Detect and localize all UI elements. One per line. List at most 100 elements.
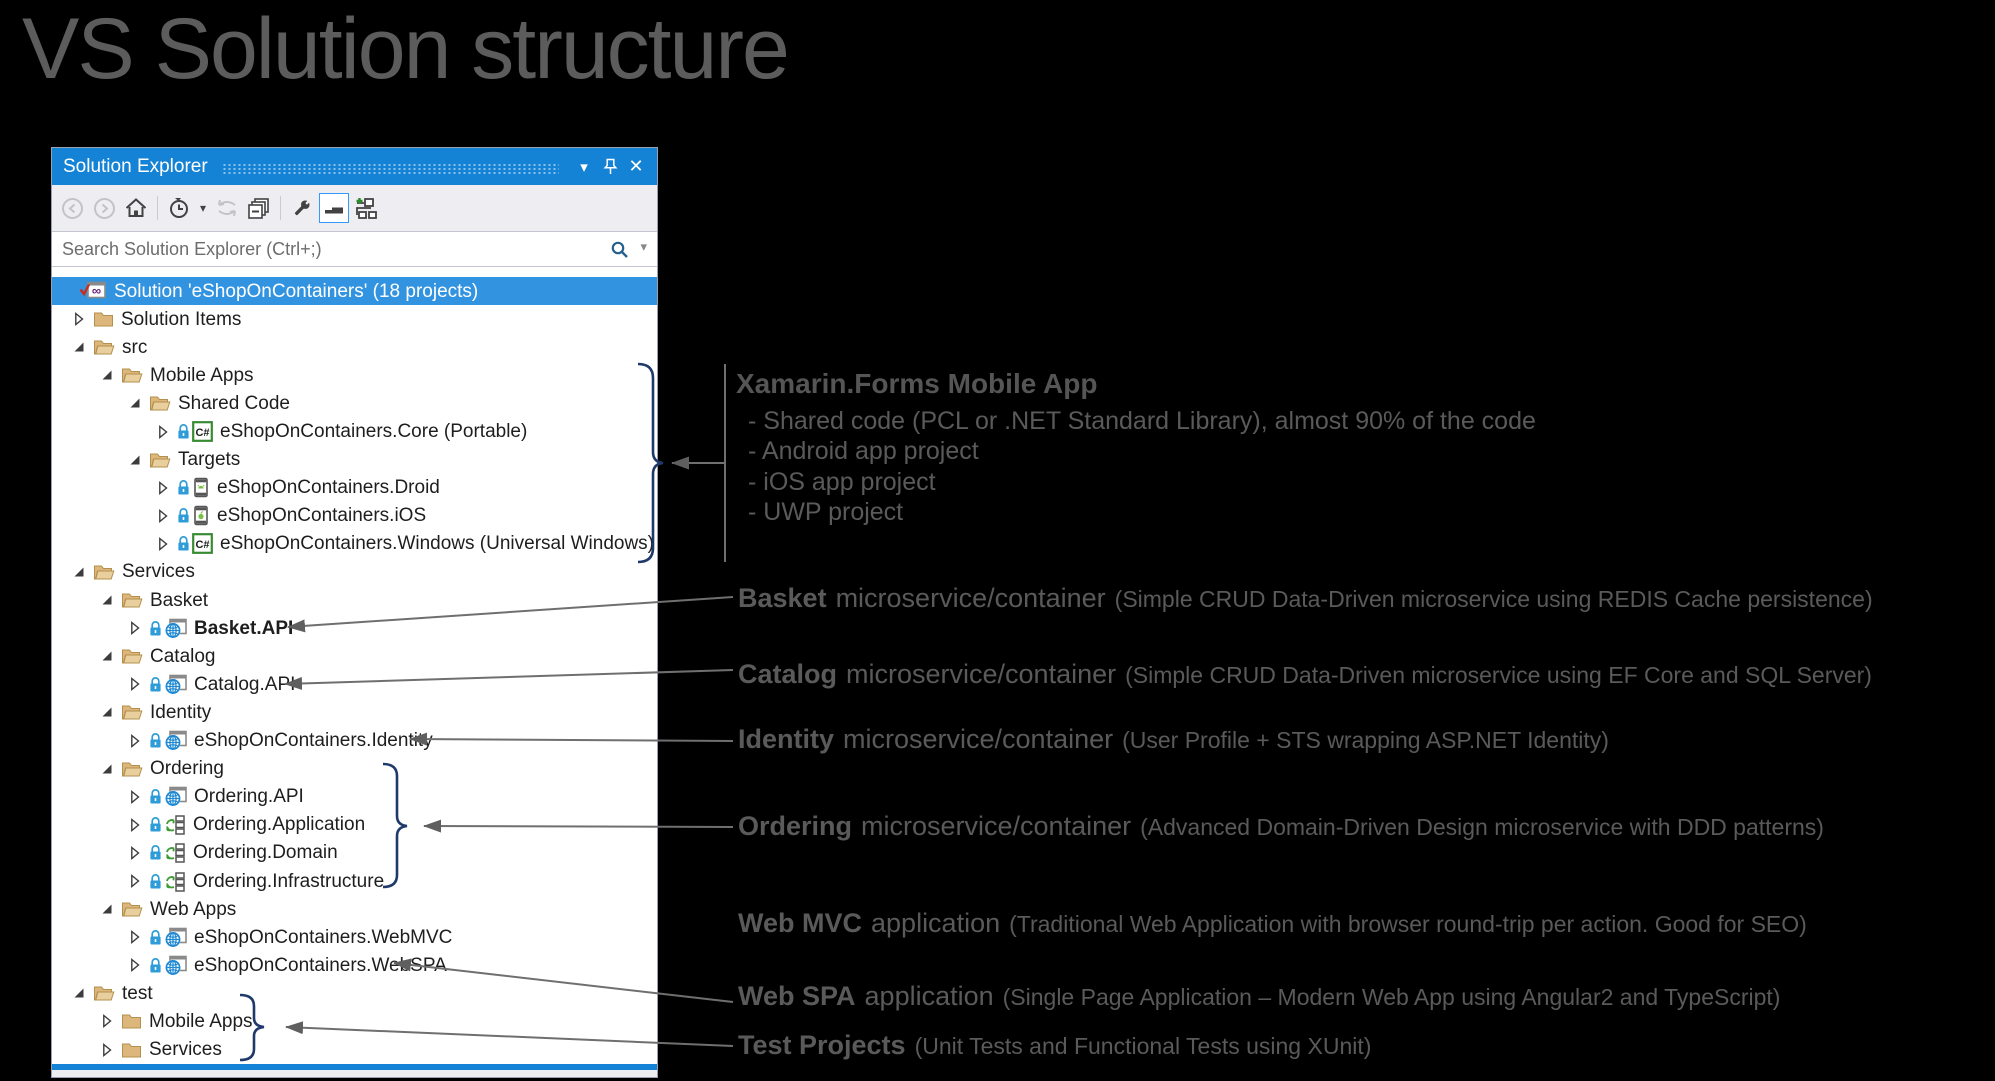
tree-row[interactable]: src	[52, 333, 657, 361]
collapsed-arrow-icon[interactable]	[127, 873, 143, 889]
new-solution-explorer-view-icon[interactable]	[351, 193, 381, 223]
tree-item-label: Targets	[178, 449, 241, 471]
panel-titlebar[interactable]: Solution Explorer ▾ ✕	[52, 148, 657, 185]
collapsed-arrow-icon[interactable]	[127, 789, 143, 805]
tree-row[interactable]: Web Apps	[52, 895, 657, 923]
tree-row[interactable]: Catalog.API	[52, 670, 657, 698]
collapse-all-icon[interactable]	[244, 193, 274, 223]
tree-item-label: Basket.API	[194, 617, 294, 639]
collapsed-arrow-icon[interactable]	[155, 424, 171, 440]
filter-dropdown-icon[interactable]: ▾	[199, 201, 207, 215]
tree-row[interactable]: ∞Solution 'eShopOnContainers' (18 projec…	[52, 277, 657, 306]
collapsed-arrow-icon[interactable]	[155, 536, 171, 552]
annotation-desc: (Advanced Domain-Driven Design microserv…	[1140, 814, 1824, 840]
tree-row[interactable]: Basket	[52, 586, 657, 614]
tree-row[interactable]: eShopOnContainers.Droid	[52, 474, 657, 502]
annotation-desc: (Unit Tests and Functional Tests using X…	[914, 1033, 1372, 1059]
tree-row[interactable]: eShopOnContainers.WebSPA	[52, 951, 657, 979]
annotation-mid: microservice/container	[861, 811, 1132, 841]
collapsed-arrow-icon[interactable]	[99, 1013, 115, 1029]
tree-row[interactable]: Ordering	[52, 755, 657, 783]
annotation-desc: (Traditional Web Application with browse…	[1009, 911, 1807, 937]
collapsed-arrow-icon[interactable]	[127, 845, 143, 861]
tree-row[interactable]: Services	[52, 1036, 657, 1064]
preview-selected-items-icon[interactable]	[319, 193, 349, 223]
tree-item-label: Catalog	[150, 645, 216, 667]
search-icon[interactable]	[610, 240, 629, 264]
tree-row[interactable]: eShopOnContainers.Identity	[52, 727, 657, 755]
tree-row[interactable]: C#eShopOnContainers.Core (Portable)	[52, 417, 657, 445]
tree-item-label: eShopOnContainers.Identity	[194, 730, 433, 752]
search-input[interactable]	[52, 231, 657, 267]
properties-icon[interactable]	[287, 193, 317, 223]
collapsed-arrow-icon[interactable]	[127, 620, 143, 636]
tree-row[interactable]: Targets	[52, 446, 657, 474]
tree-row[interactable]: Solution Items	[52, 305, 657, 333]
expanded-arrow-icon[interactable]	[127, 395, 143, 411]
expanded-arrow-icon[interactable]	[71, 564, 87, 580]
tree-row[interactable]: Identity	[52, 698, 657, 726]
svg-text:C#: C#	[195, 539, 209, 551]
tree-row[interactable]: Ordering.Infrastructure	[52, 867, 657, 895]
expanded-arrow-icon[interactable]	[99, 901, 115, 917]
expanded-arrow-icon[interactable]	[71, 985, 87, 1001]
annotation-desc: (User Profile + STS wrapping ASP.NET Ide…	[1122, 727, 1609, 753]
tree-row[interactable]: Shared Code	[52, 389, 657, 417]
annotation-title: Web MVC	[738, 908, 863, 938]
expanded-arrow-icon[interactable]	[127, 452, 143, 468]
back-icon[interactable]	[57, 193, 87, 223]
pending-changes-filter-icon[interactable]	[164, 193, 194, 223]
collapsed-arrow-icon[interactable]	[127, 817, 143, 833]
xamarin-annotation-bullets: - Shared code (PCL or .NET Standard Libr…	[748, 406, 1536, 527]
tree-row[interactable]: Mobile Apps	[52, 361, 657, 389]
window-position-menu-icon[interactable]: ▾	[580, 158, 588, 176]
toolbar-separator	[157, 196, 158, 220]
folder-open-icon	[122, 649, 143, 664]
tree-row[interactable]: Ordering.Application	[52, 811, 657, 839]
expanded-arrow-icon[interactable]	[99, 704, 115, 720]
tree-row[interactable]: Basket.API	[52, 614, 657, 642]
tree-item-label: Services	[122, 561, 195, 583]
ios-project-icon	[194, 505, 208, 526]
folder-open-icon	[122, 762, 143, 777]
collapsed-arrow-icon[interactable]	[127, 957, 143, 973]
tree-row[interactable]: eShopOnContainers.WebMVC	[52, 923, 657, 951]
collapsed-arrow-icon[interactable]	[127, 676, 143, 692]
folder-open-icon	[150, 396, 171, 411]
collapsed-arrow-icon[interactable]	[71, 311, 87, 327]
collapsed-arrow-icon[interactable]	[127, 929, 143, 945]
expanded-arrow-icon[interactable]	[71, 339, 87, 355]
class-library-project-icon	[166, 871, 185, 892]
search-options-caret-icon[interactable]: ▾	[640, 239, 647, 254]
panel-title: Solution Explorer	[63, 155, 208, 177]
tree-item-label: Shared Code	[178, 392, 290, 414]
collapsed-arrow-icon[interactable]	[155, 480, 171, 496]
tree-row[interactable]: Ordering.Domain	[52, 839, 657, 867]
collapsed-arrow-icon[interactable]	[99, 1042, 115, 1058]
home-icon[interactable]	[121, 193, 151, 223]
tree-row[interactable]: Catalog	[52, 642, 657, 670]
expanded-arrow-icon[interactable]	[99, 592, 115, 608]
pin-icon[interactable]	[597, 154, 623, 180]
tree-item-label: eShopOnContainers.Droid	[217, 477, 440, 499]
close-icon[interactable]: ✕	[628, 156, 644, 176]
web-project-icon	[165, 955, 187, 975]
collapsed-arrow-icon[interactable]	[127, 733, 143, 749]
tree-row[interactable]: test	[52, 979, 657, 1007]
expanded-arrow-icon[interactable]	[99, 761, 115, 777]
search-row: ▾	[52, 231, 657, 267]
forward-icon[interactable]	[89, 193, 119, 223]
tree-row[interactable]: eShopOnContainers.iOS	[52, 502, 657, 530]
sync-with-active-document-icon[interactable]	[212, 193, 242, 223]
tree-item-label: Mobile Apps	[150, 364, 254, 386]
expanded-arrow-icon[interactable]	[99, 367, 115, 383]
identity-annotation: Identity microservice/container (User Pr…	[738, 724, 1609, 755]
tree-item-label: eShopOnContainers.WebSPA	[194, 954, 447, 976]
tree-row[interactable]: C#eShopOnContainers.Windows (Universal W…	[52, 530, 657, 558]
tree-row[interactable]: Mobile Apps	[52, 1007, 657, 1035]
tree-row[interactable]: Services	[52, 558, 657, 586]
collapsed-arrow-icon[interactable]	[155, 508, 171, 524]
panel-toolbar: ▾	[52, 185, 657, 231]
expanded-arrow-icon[interactable]	[99, 648, 115, 664]
tree-row[interactable]: Ordering.API	[52, 783, 657, 811]
